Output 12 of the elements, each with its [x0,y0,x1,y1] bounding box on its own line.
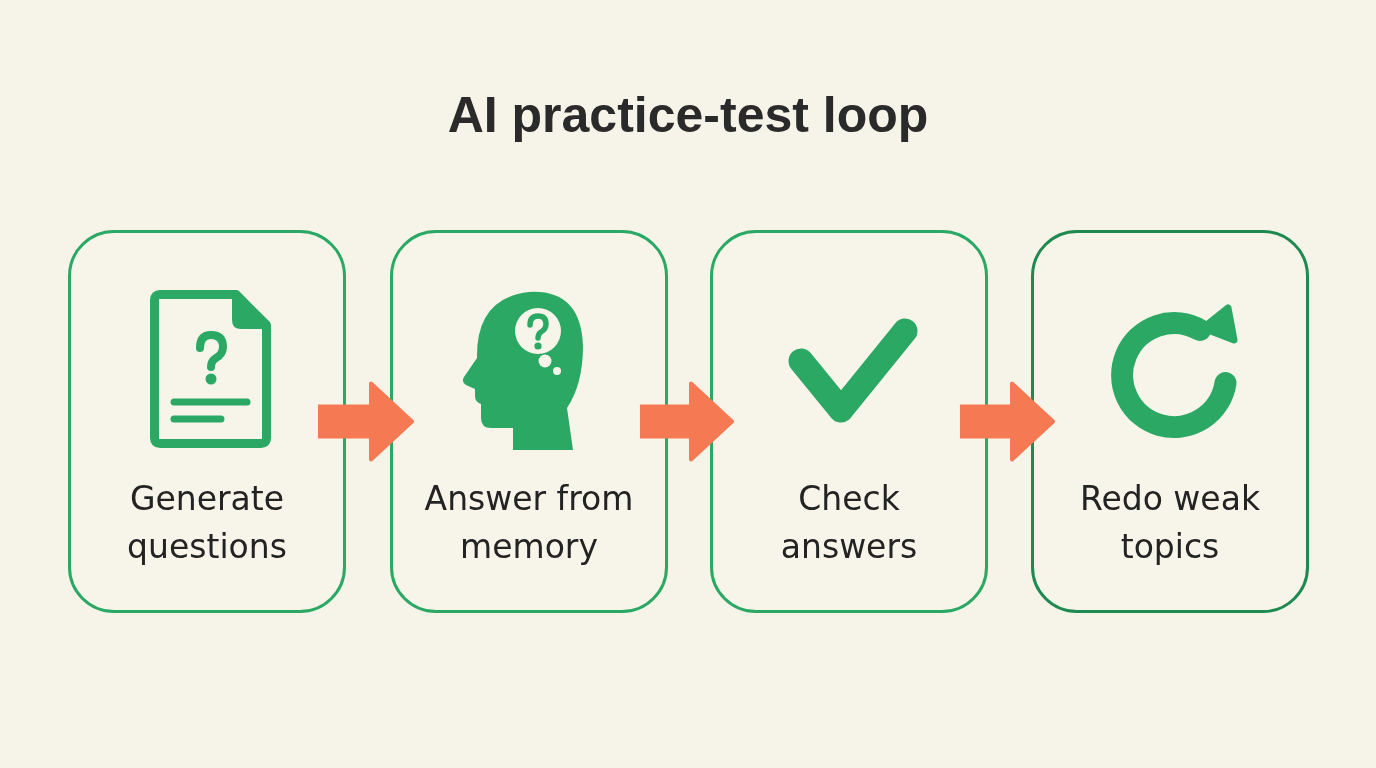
step-card [68,230,346,613]
arrow [318,381,414,462]
arrow [960,381,1055,462]
arrow [640,381,734,462]
step-card [710,230,988,613]
step-label: Redo weak topics [1079,478,1261,568]
step-label: Answer from memory [423,478,635,568]
step-label: Check answers [779,478,919,568]
step-card [390,230,668,613]
step-card [1031,230,1309,613]
step-label: Generate questions [126,478,288,568]
diagram-title: AI practice-test loop [447,87,929,143]
